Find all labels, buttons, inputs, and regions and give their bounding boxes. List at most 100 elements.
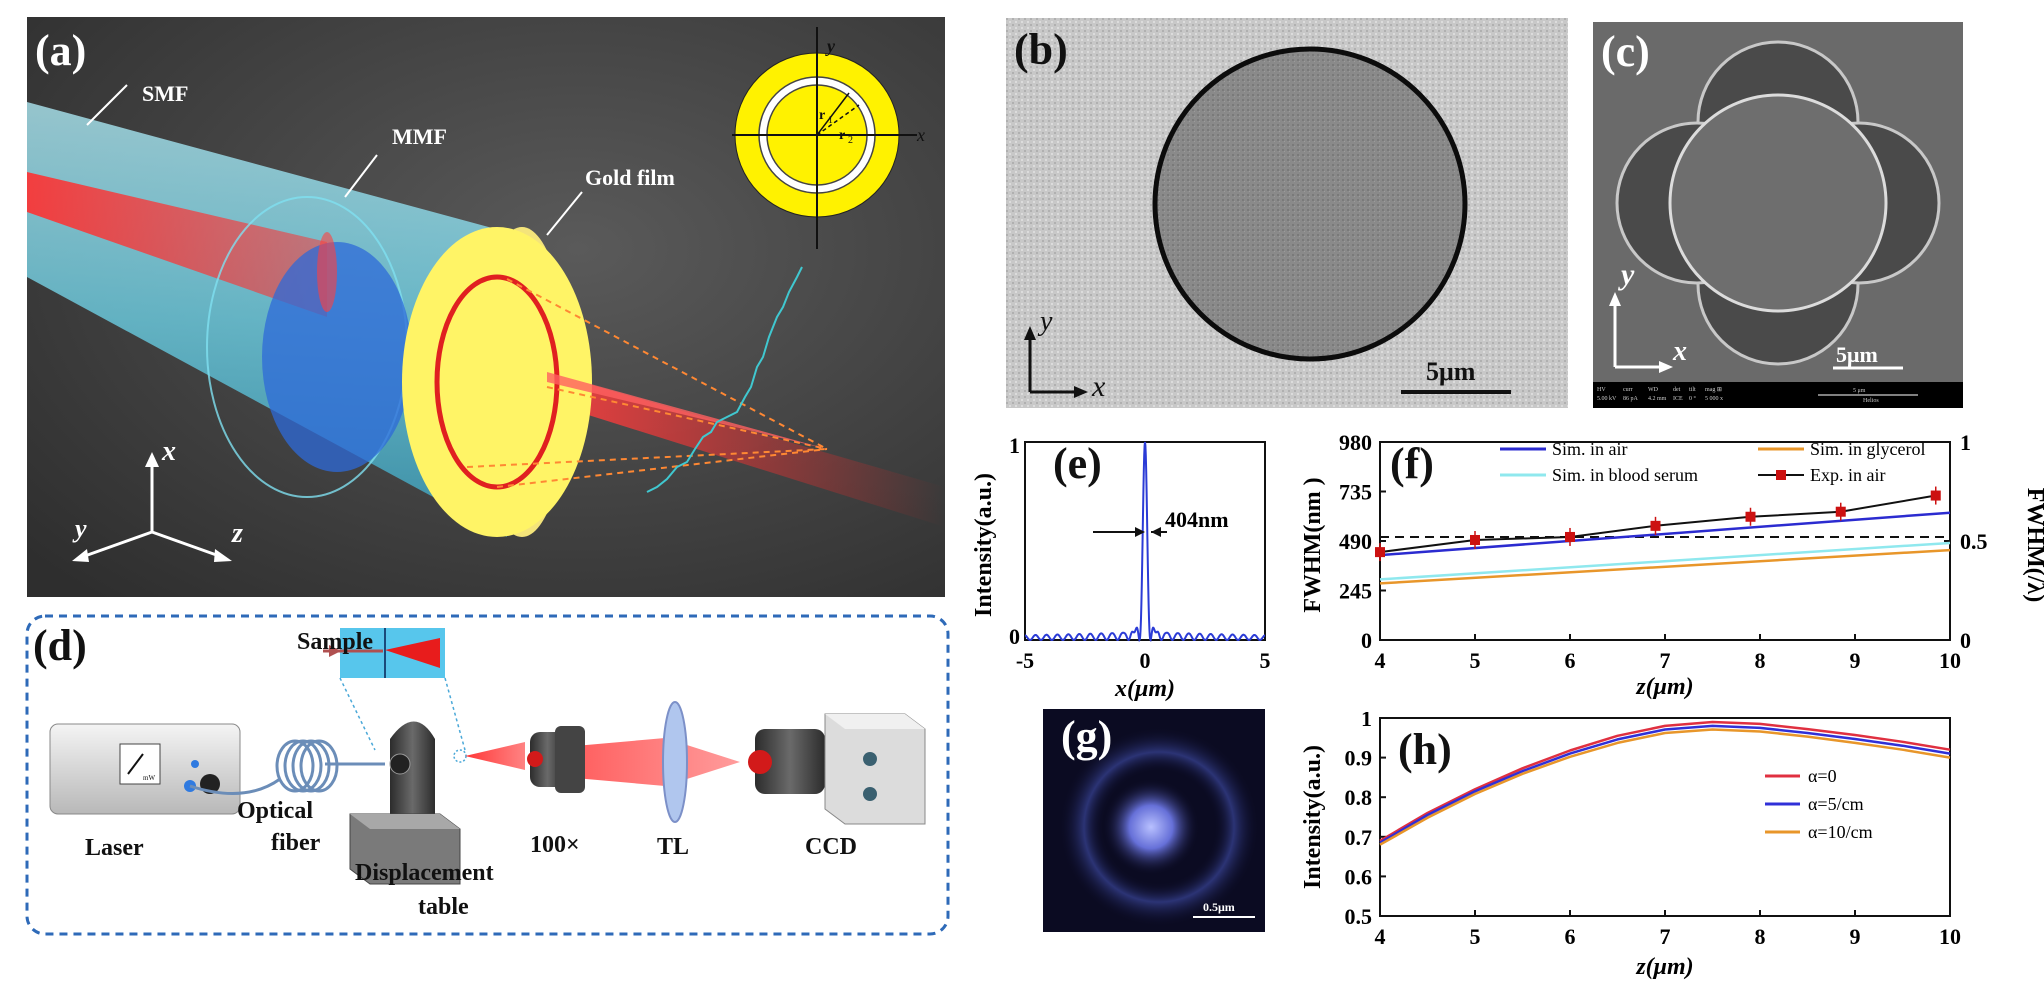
ccd-label: CCD <box>805 834 857 860</box>
table-label-1: Displacement <box>355 860 494 886</box>
svg-text:r: r <box>819 108 825 123</box>
chart-h-frame <box>1379 717 1951 917</box>
svg-text:x: x <box>1672 336 1687 367</box>
beam-2 <box>575 738 740 786</box>
intensity-profile <box>646 266 803 493</box>
x-tick-label: 5 <box>1470 648 1481 673</box>
chart-h-xlabel: z(μm) <box>1635 954 1693 980</box>
svg-text:5 000 x: 5 000 x <box>1705 396 1723 402</box>
y-tick-label: 0 <box>1960 628 1971 653</box>
panel-label-b: (b) <box>1014 25 1068 74</box>
x-tick-label: 10 <box>1939 648 1961 673</box>
panel-g: 0.5μm (g) <box>1043 709 1265 932</box>
table-label-2: table <box>418 894 469 920</box>
panel-d: mW <box>25 614 950 936</box>
cross-section-inset: y x r 1 r 2 <box>732 27 925 249</box>
objective-lens <box>527 726 585 793</box>
chart-f-data-point <box>1375 547 1385 558</box>
svg-text:det: det <box>1673 387 1681 393</box>
svg-text:5.00 kV: 5.00 kV <box>1597 396 1617 402</box>
x-tick-label: 9 <box>1850 924 1861 949</box>
focal-spot-image: 0.5μm <box>1043 709 1265 932</box>
svg-text:α=10/cm: α=10/cm <box>1808 822 1873 842</box>
chart-e-ytick-top: 1 <box>1009 433 1020 458</box>
y-tick-label: 980 <box>1339 430 1372 455</box>
y-tick-label: 0 <box>1361 628 1372 653</box>
svg-text:WD: WD <box>1648 387 1659 393</box>
y-tick-label: 0.9 <box>1345 746 1373 771</box>
fiber-mount <box>389 721 435 814</box>
y-tick-label: 1 <box>1960 430 1971 455</box>
chart-f-ylabel: FWHM(nm ) <box>1300 477 1326 612</box>
svg-text:x: x <box>161 436 176 467</box>
chart-f-data-point <box>1930 490 1941 501</box>
chart-f-xlabel: z(μm) <box>1635 674 1693 700</box>
svg-text:y: y <box>1037 306 1053 337</box>
svg-text:mag ⊞: mag ⊞ <box>1705 387 1722 393</box>
chart-h-legend: α=0 α=5/cm α=10/cm <box>1765 766 1873 842</box>
panel-label-e: (e) <box>1053 439 1102 488</box>
beam-1 <box>465 742 525 770</box>
svg-text:0 °: 0 ° <box>1689 395 1697 402</box>
setup-schematic: mW <box>25 614 950 936</box>
ccd-camera <box>748 713 926 825</box>
gold-film <box>402 227 592 537</box>
chart-f-series-line <box>1379 541 1951 581</box>
svg-text:mW: mW <box>143 774 155 782</box>
chart-f-y2label: FWHM(/λ) <box>2022 488 2044 602</box>
svg-text:Sim. in air: Sim. in air <box>1552 439 1628 459</box>
x-tick-label: 6 <box>1565 648 1576 673</box>
y-tick-label: 0.5 <box>1960 529 1988 554</box>
sem-image-hole: 5μm y x <box>1006 18 1568 408</box>
x-tick-label: 4 <box>1375 924 1386 949</box>
svg-text:Sim. in blood serum: Sim. in blood serum <box>1552 465 1698 485</box>
x-tick-label: 7 <box>1660 648 1671 673</box>
focus-rays <box>466 278 828 488</box>
panel-label-c: (c) <box>1601 27 1650 76</box>
x-tick-label: 10 <box>1939 924 1961 949</box>
smf-label: SMF <box>142 81 188 106</box>
y-tick-label: 735 <box>1339 480 1372 505</box>
chart-e-xtick: 5 <box>1260 648 1271 673</box>
y-tick-label: 245 <box>1339 579 1372 604</box>
axes-triad <box>72 452 232 562</box>
x-tick-label: 8 <box>1755 924 1766 949</box>
svg-text:α=5/cm: α=5/cm <box>1808 794 1864 814</box>
panel-label-h: (h) <box>1398 725 1452 774</box>
output-beam <box>547 372 945 527</box>
chart-e-xtick: 0 <box>1140 648 1151 673</box>
x-tick-label: 9 <box>1850 648 1861 673</box>
svg-text:HV: HV <box>1597 387 1606 393</box>
fiber-label-1: Optical <box>237 798 313 824</box>
svg-text:α=0: α=0 <box>1808 766 1837 786</box>
x-tick-label: 4 <box>1375 648 1386 673</box>
panel-label-f: (f) <box>1390 439 1434 488</box>
chart-f-series-line <box>1379 548 1951 585</box>
chart-e-annotation: 404nm <box>1165 507 1229 532</box>
chart-f-legend: Sim. in air Sim. in blood serum Sim. in … <box>1500 439 1926 485</box>
chart-e-svg: 1 0 -5 0 5 x(μm) Intensity(a.u.) 404nm <box>971 433 1271 702</box>
chart-e: 1 0 -5 0 5 x(μm) Intensity(a.u.) 404nm (… <box>965 430 1285 705</box>
chart-h-series-line <box>1379 724 1951 844</box>
sample-label: Sample <box>297 629 373 655</box>
laser-label: Laser <box>85 835 144 861</box>
chart-f-data-point <box>1745 511 1756 522</box>
svg-text:tilt: tilt <box>1689 387 1696 393</box>
svg-text:5μm: 5μm <box>1836 342 1878 367</box>
chart-h-series-line <box>1379 728 1951 846</box>
sample-inset <box>323 628 467 763</box>
svg-text:4.2 mm: 4.2 mm <box>1648 396 1667 402</box>
panel-label-a: (a) <box>35 26 87 75</box>
chart-h-series-line <box>1379 720 1951 842</box>
chart-e-xtick: -5 <box>1016 648 1034 673</box>
svg-text:curr: curr <box>1623 387 1633 393</box>
core-beam <box>27 172 327 317</box>
y-tick-label: 0.7 <box>1345 825 1373 850</box>
gold-film-label: Gold film <box>585 165 675 190</box>
svg-text:86 pA: 86 pA <box>1623 396 1639 402</box>
svg-text:2: 2 <box>848 135 853 146</box>
chart-e-xlabel: x(μm) <box>1114 676 1175 702</box>
chart-f-data-point <box>1835 506 1846 517</box>
x-tick-label: 5 <box>1470 924 1481 949</box>
